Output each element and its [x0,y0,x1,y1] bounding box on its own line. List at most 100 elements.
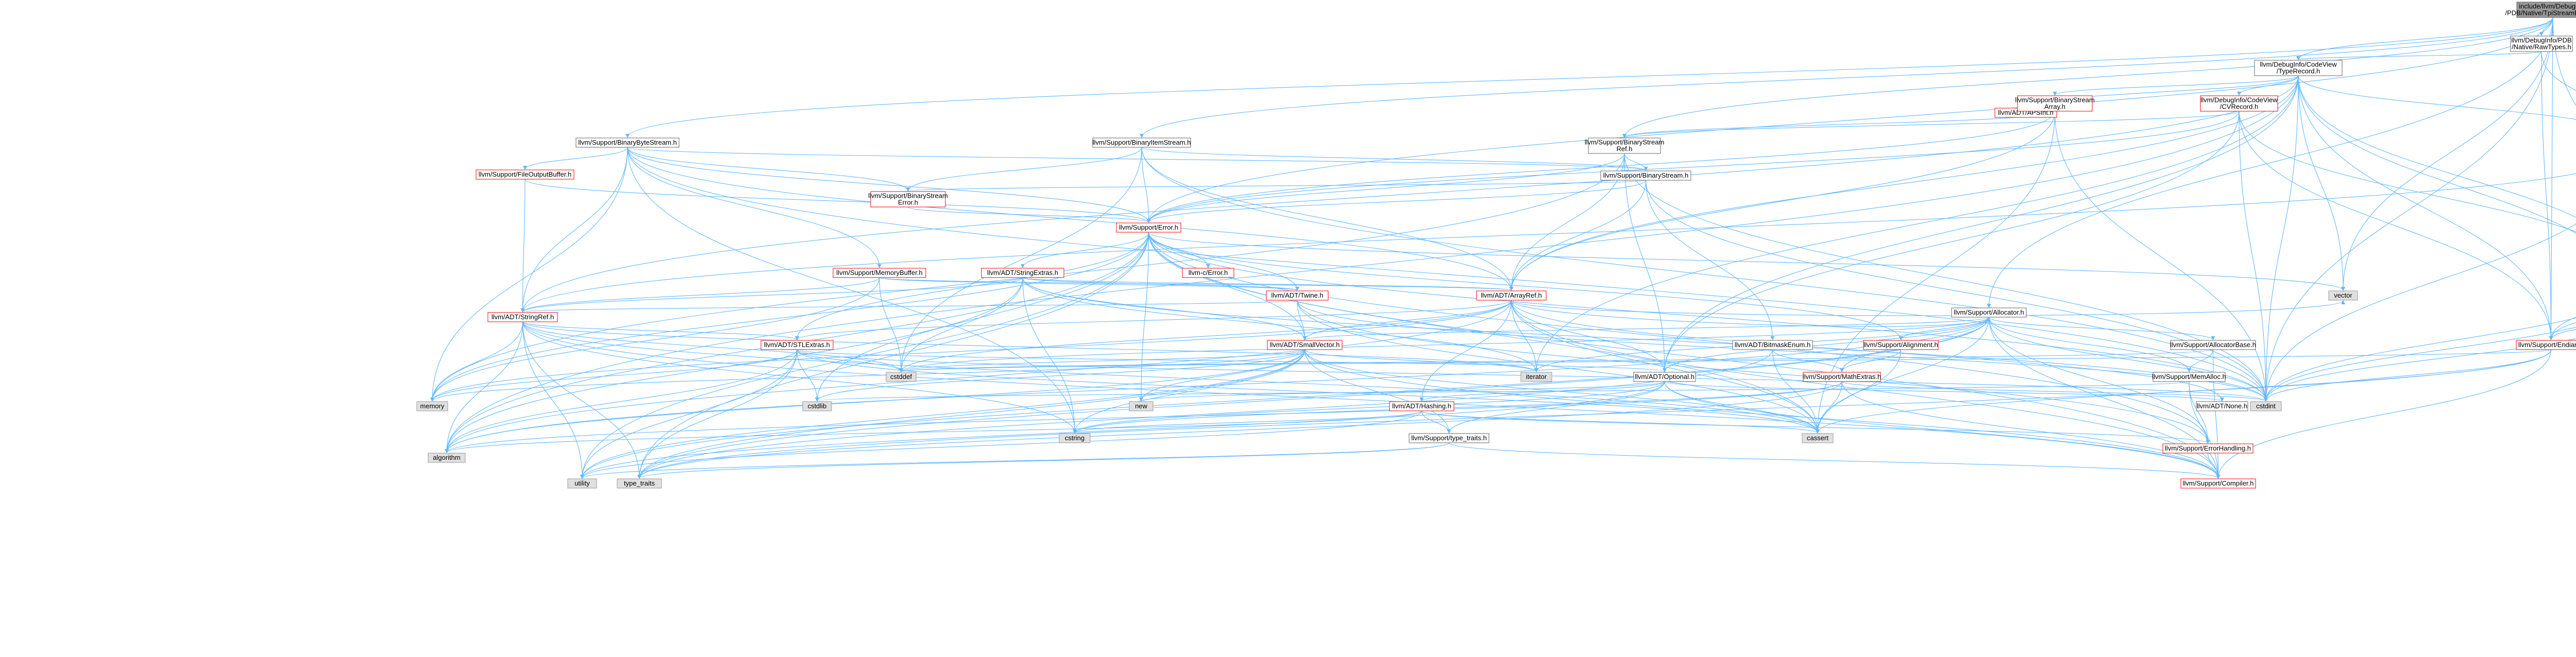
edge-stringref-to-utility [522,321,584,479]
node-binstream[interactable]: llvm/Support/BinaryStream.h [1600,170,1691,181]
edge-twine-to-errhandling [1297,300,2210,444]
node-label: cstdint [2256,402,2276,410]
edge-typerecord-to-endian [2298,75,2553,340]
node-label: llvm/Support/BinaryStream [1585,139,1665,146]
node-box [1600,170,1691,181]
edge-allocator-to-optional [1663,317,1990,372]
node-arrayref[interactable]: llvm/ADT/ArrayRef.h [1476,290,1547,301]
edge-bbstream-to-cstring [627,147,1077,434]
node-optional[interactable]: llvm/ADT/Optional.h [1633,372,1696,382]
node-new: new [1129,401,1154,411]
edge-rawtypes-to-endian [2541,51,2553,340]
node-fileoutbuf[interactable]: llvm/Support/FileOutputBuffer.h [476,169,574,180]
node-box [1409,433,1489,443]
node-box [1266,290,1329,301]
node-error[interactable]: llvm/Support/Error.h [1116,222,1181,233]
node-label: llvm/Support/Compiler.h [2183,479,2254,487]
edge-bsref-to-optional [1624,153,1667,372]
edge-smallvector-to-new [1139,349,1306,402]
edge-smallvector-to-cassert [1304,349,1820,434]
node-iterator: iterator [1520,372,1552,382]
edge-typeindex-to-cstdint [2264,338,2576,402]
node-root[interactable]: include/llvm/DebugInfo/PDB/Native/TpiStr… [2505,2,2576,18]
edge-smallvector-to-compiler [1304,349,2221,479]
edge-typetraits-to-typetraitsstd [637,442,1450,479]
node-label: llvm/Support/type_traits.h [1411,434,1487,442]
edge-bsarray-to-cassert [1816,111,2056,434]
edge-typerecord-to-typeindex [2298,75,2576,234]
edge-bbstream-to-memory [430,147,628,402]
edge-bitemstream-to-error [1141,147,1151,223]
node-hashing[interactable]: llvm/ADT/Hashing.h [1389,401,1454,411]
node-utility: utility [567,478,597,489]
node-compiler[interactable]: llvm/Support/Compiler.h [2180,478,2256,489]
node-smallvector[interactable]: llvm/ADT/SmallVector.h [1267,340,1343,350]
edge-smallvector-to-memory [430,349,1306,402]
edge-allocbase-to-cstddef [899,349,2214,372]
edge-bsref-to-cstdint [1624,153,2268,402]
edge-typerecord-to-bsarray [2053,75,2299,96]
node-box [1803,372,1881,382]
edge-typerecord-to-arrayref [1509,75,2299,291]
edge-smallvector-to-iterator [1304,349,1538,372]
node-typerecord[interactable]: llvm/DebugInfo/CodeView/TypeRecord.h [2254,60,2343,76]
node-none[interactable]: llvm/ADT/None.h [2196,401,2248,411]
edge-root-to-cstdint [2264,17,2553,402]
edge-optional-to-cstring [1073,381,1665,434]
node-mathextras[interactable]: llvm/Support/MathExtras.h [1803,372,1881,382]
node-vector: vector [2328,290,2358,301]
edge-root-to-typerecord [2296,17,2553,60]
node-allocbase[interactable]: llvm/Support/AllocatorBase.h [2170,340,2256,350]
edge-typerecord-to-guid [2298,75,2576,120]
node-allocator[interactable]: llvm/Support/Allocator.h [1951,307,2027,318]
node-alignment[interactable]: llvm/Support/Alignment.h [1863,340,1939,350]
node-endian[interactable]: llvm/Support/Endian.h [2516,340,2576,350]
node-box [2196,401,2248,411]
node-stringref[interactable]: llvm/ADT/StringRef.h [487,312,558,322]
edge-typerecord-to-iterator [1534,75,2299,372]
node-memory: memory [416,401,448,411]
node-label: llvm/Support/Allocator.h [1954,308,2024,316]
node-twine[interactable]: llvm/ADT/Twine.h [1266,290,1329,301]
node-typetraits[interactable]: llvm/Support/type_traits.h [1409,433,1489,443]
node-bitmaskenum[interactable]: llvm/ADT/BitmaskEnum.h [1732,340,1813,350]
edge-typerecord-to-optional [1663,75,2299,372]
edge-error-to-vector [1148,232,2345,291]
edge-optional-to-utility [580,381,1665,479]
node-box [1588,137,1661,154]
node-label: llvm/DebugInfo/CodeView [2200,96,2278,104]
edge-bbstream-to-fileoutbuf [523,147,628,170]
edge-stlextras-to-memory [430,349,798,402]
node-errhandling[interactable]: llvm/Support/ErrorHandling.h [2162,443,2253,454]
edge-membuf-to-memory [430,277,880,402]
node-label: memory [420,402,445,410]
node-box [476,169,574,180]
edge-hashing-to-utility [580,410,1422,479]
node-strextras[interactable]: llvm/ADT/StringExtras.h [981,268,1064,278]
node-label: llvm/Support/Endian.h [2518,341,2576,349]
nodes-layer: include/llvm/DebugInfo/PDB/Native/TpiStr… [416,2,2576,489]
node-bitemstream[interactable]: llvm/Support/BinaryItemStream.h [1092,137,1191,148]
node-cerror[interactable]: llvm-c/Error.h [1182,268,1234,278]
node-label: llvm/ADT/Twine.h [1271,291,1323,299]
node-cvrecord[interactable]: llvm/DebugInfo/CodeView/CVRecord.h [2200,95,2278,112]
edge-typerecord-to-codeview [2298,75,2576,218]
edge-optional-to-new [1139,381,1665,402]
edge-rawtypes-to-guid [2541,51,2576,91]
node-typetraitsstd: type_traits [617,478,662,489]
node-rawtypes[interactable]: llvm/DebugInfo/PDB/Native/RawTypes.h [2510,36,2573,52]
edge-allocator-to-smallvector [1302,317,1990,340]
node-membuf[interactable]: llvm/Support/MemoryBuffer.h [833,268,926,278]
edge-allocbase-to-compiler [2212,349,2221,479]
edge-rawtypes-to-typerecord [2296,51,2542,60]
node-stlextras[interactable]: llvm/ADT/STLExtras.h [760,340,834,350]
node-memalloc[interactable]: llvm/Support/MemAlloc.h [2152,372,2226,382]
edge-stringref-to-stlextras [522,321,799,340]
node-bbstream[interactable]: llvm/Support/BinaryByteStream.h [575,137,680,148]
edge-hashing-to-errhandling [1421,410,2210,444]
node-box [2180,478,2256,489]
node-box [2328,290,2358,301]
